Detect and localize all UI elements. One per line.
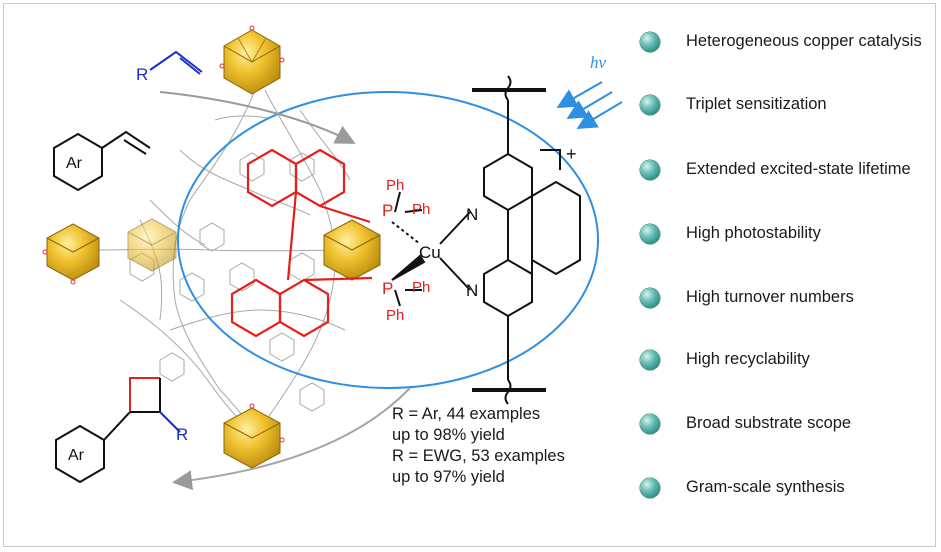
- label-r-alkene: R: [136, 65, 148, 84]
- label-ph-4: Ph: [386, 307, 404, 324]
- binaphthyl-ligand: [230, 148, 373, 338]
- feature-text: High photostability: [686, 224, 821, 242]
- yield-line-3: R = EWG, 53 examples: [392, 447, 565, 465]
- feature-text: Heterogeneous copper catalysis: [686, 32, 922, 50]
- feature-text: Extended excited-state lifetime: [686, 160, 911, 178]
- label-n-top: N: [466, 205, 478, 224]
- yield-line-4: up to 97% yield: [392, 468, 505, 486]
- zr-cluster-top: [219, 25, 285, 95]
- highlight-ellipse: [177, 91, 599, 389]
- feature-text: Gram-scale synthesis: [686, 478, 845, 496]
- bullet-dot-icon: [640, 95, 660, 115]
- label-p-bottom: P: [382, 279, 393, 298]
- zr-cluster-bottom: [223, 403, 285, 469]
- bullet-dot-icon: [640, 350, 660, 370]
- yield-summary: R = Ar, 44 examples up to 98% yield R = …: [392, 404, 632, 488]
- zr-cluster-left: [42, 223, 100, 285]
- bullet-dot-icon: [640, 32, 660, 52]
- alkene-substrate: [149, 50, 203, 75]
- feature-text: Triplet sensitization: [686, 95, 827, 113]
- label-ar-product: Ar: [68, 447, 85, 464]
- label-ar-styrene: Ar: [66, 155, 83, 172]
- bullet-dot-icon: [640, 224, 660, 244]
- label-ph-1: Ph: [386, 177, 404, 194]
- zr-cluster-inner: [127, 218, 177, 272]
- bullet-dot-icon: [640, 160, 660, 180]
- light-arrows: [556, 81, 623, 130]
- label-ph-2: Ph: [412, 201, 430, 218]
- feature-text: High recyclability: [686, 350, 810, 368]
- phenanthroline-ligand: [483, 75, 581, 405]
- mof-framework: [91, 89, 361, 433]
- styrene-substrate: [53, 130, 151, 192]
- yield-line-2: up to 98% yield: [392, 426, 505, 444]
- reactant-arrow: [159, 91, 356, 144]
- yield-line-1: R = Ar, 44 examples: [392, 405, 541, 423]
- figure-frame: [3, 3, 936, 547]
- label-r-product: R: [176, 425, 188, 444]
- bullet-dot-icon: [640, 414, 660, 434]
- bullet-dot-icon: [640, 478, 660, 498]
- zr-cluster-center: [323, 219, 381, 281]
- product-arrow: [172, 387, 411, 491]
- cyclobutane-product: [55, 377, 181, 484]
- label-charge: +: [566, 144, 577, 164]
- feature-text: High turnover numbers: [686, 288, 854, 306]
- feature-list: Heterogeneous copper catalysis Triplet s…: [640, 0, 930, 552]
- bullet-dot-icon: [640, 288, 660, 308]
- feature-text: Broad substrate scope: [686, 414, 852, 432]
- label-p-top: P: [382, 201, 393, 220]
- label-ph-3: Ph: [412, 279, 430, 296]
- label-cu: Cu: [419, 243, 441, 262]
- label-light: hν: [590, 53, 607, 72]
- cu-coordination: [391, 191, 471, 307]
- label-n-bottom: N: [466, 281, 478, 300]
